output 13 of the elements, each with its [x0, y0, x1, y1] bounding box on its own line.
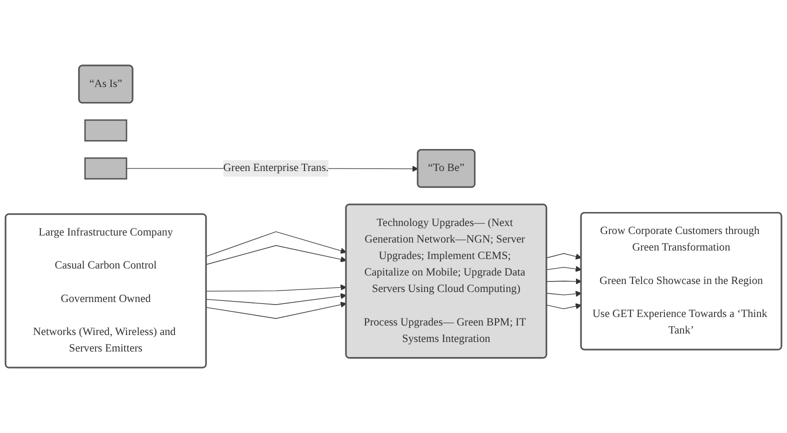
arrow: [206, 302, 347, 319]
arrow: [206, 231, 347, 257]
arrow: [206, 245, 347, 265]
arrow: [206, 284, 347, 292]
arrow: [546, 303, 582, 310]
arrow: [546, 253, 582, 260]
arrow: [546, 278, 582, 284]
node-box: [84, 119, 128, 142]
node-box: [84, 157, 128, 180]
arrow: [206, 293, 347, 305]
arrow: [546, 266, 582, 272]
edge-label: Green Enterprise Trans.: [223, 162, 329, 174]
arrow: [546, 290, 582, 297]
